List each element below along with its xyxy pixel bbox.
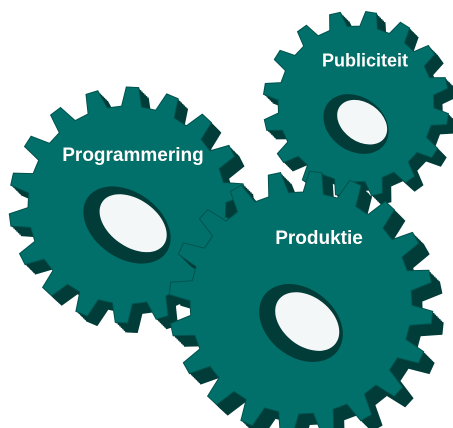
gear-label-programmering: Programmering xyxy=(62,145,204,166)
gear-produktie xyxy=(168,170,444,428)
gear-hole-programmering xyxy=(83,186,171,264)
gear-label-produktie: Produktie xyxy=(275,228,363,249)
gear-hole-publiciteit xyxy=(323,94,389,154)
gear-label-publiciteit: Publiciteit xyxy=(321,50,409,71)
gear-publiciteit xyxy=(262,10,453,206)
gear-hole-produktie xyxy=(259,284,343,362)
